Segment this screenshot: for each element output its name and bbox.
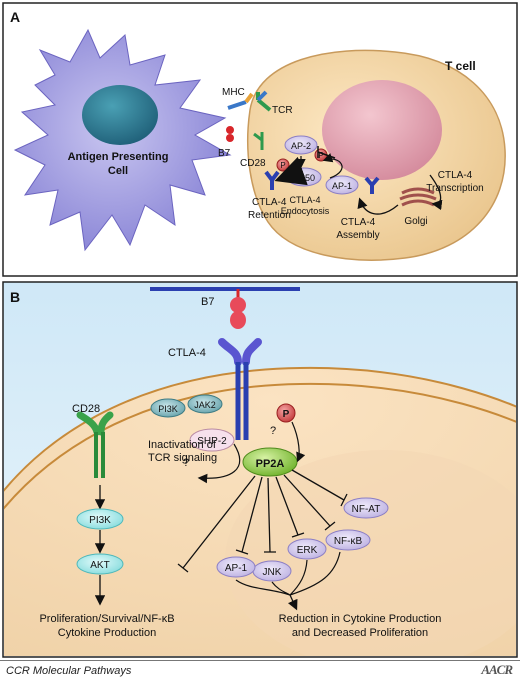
outcome-left-1: Proliferation/Survival/NF-κB bbox=[39, 613, 174, 625]
transcription-label-2: Transcription bbox=[426, 183, 483, 194]
erk-oval bbox=[287, 538, 327, 560]
ctla4-vesicle-molecule bbox=[364, 176, 380, 194]
nfat-oval bbox=[343, 497, 389, 519]
inhibit-nfat bbox=[291, 469, 348, 507]
inhibit-akt bbox=[177, 475, 256, 573]
footer-text: CCR Molecular Pathways bbox=[6, 665, 132, 677]
outcome-left-2: Cytokine Production bbox=[58, 627, 156, 639]
ctla4-label-b: CTLA-4 bbox=[168, 347, 206, 359]
arrow-transcription bbox=[429, 174, 443, 211]
transcription-label-1: CTLA-4 bbox=[438, 170, 473, 181]
nfkb-oval bbox=[325, 529, 371, 551]
mhc-label: MHC bbox=[222, 87, 245, 98]
panel-a-label: A bbox=[10, 9, 20, 25]
nfkb-label: NF-κB bbox=[334, 536, 363, 547]
shp2-oval bbox=[189, 428, 235, 452]
retention-label-1: CTLA-4 bbox=[252, 197, 287, 208]
cd28-label-a: CD28 bbox=[240, 158, 266, 169]
akt-oval bbox=[76, 553, 124, 575]
arrow-ap1-loop bbox=[322, 153, 343, 179]
shp2-label: SHP-2 bbox=[197, 436, 227, 447]
apc-nucleus bbox=[82, 85, 158, 145]
arrow-retention bbox=[274, 156, 308, 186]
apc-label-line2: Cell bbox=[108, 165, 128, 177]
jak2-label: JAK2 bbox=[194, 400, 216, 410]
p-label-a1: P bbox=[318, 151, 323, 160]
ap1-oval-b bbox=[216, 556, 256, 578]
cd28-label-b: CD28 bbox=[72, 403, 100, 415]
pi3k-oval-top bbox=[150, 398, 186, 418]
jnk-label: JNK bbox=[263, 567, 282, 578]
panel-b: B B7 CTLA-4 CD28 PI3K JAK2 bbox=[2, 281, 518, 658]
inactivation-label-1: Inactivation of bbox=[148, 439, 217, 451]
assembly-label-2: Assembly bbox=[336, 230, 379, 241]
b7-molecule-a bbox=[226, 126, 234, 142]
arrow-assembly bbox=[357, 197, 399, 215]
footer: CCR Molecular Pathways AACR bbox=[0, 660, 520, 684]
ap2-label: AP-2 bbox=[291, 141, 311, 151]
tcr-molecule bbox=[256, 90, 272, 112]
b7-label-a: B7 bbox=[218, 148, 231, 159]
nfat-label: NF-AT bbox=[352, 504, 381, 515]
pi3k-oval bbox=[76, 508, 124, 530]
cell-membrane-inner bbox=[4, 382, 516, 510]
question-mark-1: ? bbox=[270, 425, 276, 437]
arrow-p-to-pp2a bbox=[291, 421, 306, 463]
apc-label-line1: Antigen Presenting bbox=[68, 151, 169, 163]
inhibit-nfkb bbox=[283, 474, 336, 531]
pi3k-label-top: PI3K bbox=[158, 404, 178, 414]
p-circle-b bbox=[276, 403, 296, 423]
ctla4-receptor bbox=[218, 338, 262, 440]
pi3k-label: PI3K bbox=[89, 515, 111, 526]
cd28-receptor bbox=[76, 411, 114, 478]
endocytosis-label-2: Endocytosis bbox=[281, 206, 330, 216]
b7-molecule-b bbox=[230, 289, 246, 329]
jak2-oval bbox=[187, 394, 223, 414]
inhibit-jnk bbox=[264, 477, 276, 553]
t-cell-nucleus bbox=[322, 80, 442, 180]
p-label-b: P bbox=[283, 409, 290, 420]
assembly-label-1: CTLA-4 bbox=[341, 217, 376, 228]
converge-curve bbox=[235, 551, 341, 596]
arrow-to-outcome-right bbox=[288, 594, 298, 611]
endocytosis-label-1: CTLA-4 bbox=[289, 195, 320, 205]
p-label-a2: P bbox=[280, 161, 285, 170]
arrow-shp2-down bbox=[197, 443, 241, 484]
inhibit-ap1 bbox=[235, 476, 263, 555]
cd28-molecule-a bbox=[253, 132, 264, 150]
ap2-oval bbox=[284, 135, 318, 155]
panel-b-label: B bbox=[10, 289, 20, 305]
golgi-icon bbox=[399, 187, 437, 207]
nucleus-region bbox=[225, 450, 516, 656]
inactivation-label-2: TCR signaling bbox=[148, 452, 217, 464]
ap1-oval-a bbox=[325, 175, 359, 195]
erk-label: ERK bbox=[297, 545, 318, 556]
aacr-logo: AACR bbox=[481, 662, 513, 677]
ap1-label-b: AP-1 bbox=[225, 563, 248, 574]
b7-label-b: B7 bbox=[201, 296, 214, 308]
retention-label-2: Retention bbox=[248, 210, 291, 221]
akt-label: AKT bbox=[90, 560, 109, 571]
ap1-label-a: AP-1 bbox=[332, 181, 352, 191]
mhc-molecule bbox=[227, 92, 254, 110]
tcr-label: TCR bbox=[272, 105, 293, 116]
golgi-label: Golgi bbox=[404, 216, 427, 227]
outcome-right-2: and Decreased Proliferation bbox=[292, 627, 428, 639]
t-cell-label: T cell bbox=[445, 59, 476, 73]
inhibit-erk bbox=[275, 476, 305, 538]
panel-a: A T cell Antigen Presenting Cell MHC TCR… bbox=[2, 2, 518, 277]
outcome-right-1: Reduction in Cytokine Production bbox=[279, 613, 442, 625]
question-mark-2: ? bbox=[183, 457, 189, 469]
pp2a-label: PP2A bbox=[256, 458, 285, 470]
